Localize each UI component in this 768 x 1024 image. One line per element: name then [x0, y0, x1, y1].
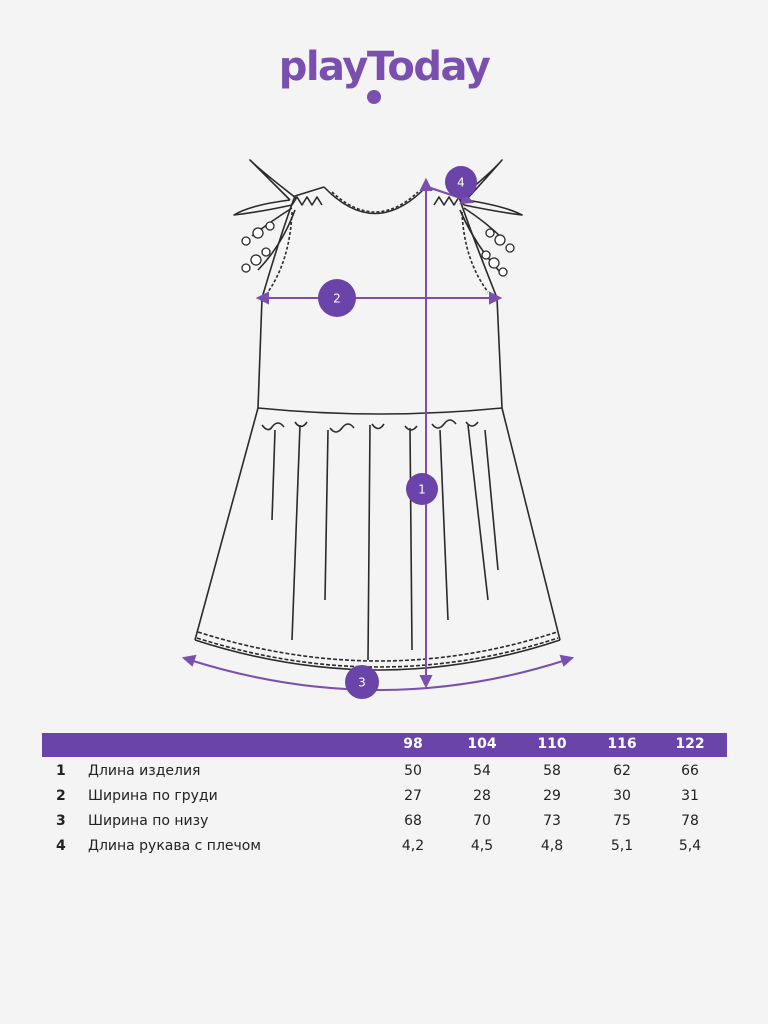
- size-table: 98 104 110 116 122 1 Длина изделия 50 54…: [42, 733, 727, 860]
- row-label: Длина рукава с плечом: [88, 838, 261, 854]
- table-row: 3 Ширина по низу 68 70 73 75 78: [42, 810, 727, 835]
- table-cell: 66: [681, 763, 699, 779]
- size-header-104: 104: [467, 736, 497, 752]
- table-cell: 50: [404, 763, 422, 779]
- logo-dot: [367, 90, 381, 104]
- row-label: Ширина по низу: [88, 813, 209, 829]
- table-cell: 68: [404, 813, 422, 829]
- table-cell: 5,1: [610, 838, 634, 854]
- row-label: Длина изделия: [88, 763, 201, 779]
- marker-1: 1: [406, 473, 438, 505]
- measurement-lines: [181, 177, 575, 691]
- table-cell: 62: [613, 763, 631, 779]
- row-number: 2: [56, 788, 66, 804]
- svg-text:2: 2: [333, 292, 341, 306]
- row-number: 3: [56, 813, 66, 829]
- size-header-110: 110: [537, 736, 567, 752]
- marker-3: 3: [345, 665, 379, 699]
- marker-4: 4: [445, 166, 477, 198]
- svg-text:1: 1: [418, 483, 426, 497]
- table-cell: 28: [473, 788, 491, 804]
- table-cell: 4,8: [540, 838, 564, 854]
- brand-logo: playToday: [278, 44, 491, 90]
- table-row: 2 Ширина по груди 27 28 29 30 31: [42, 785, 727, 810]
- tie-beads: [241, 221, 515, 277]
- table-cell: 5,4: [678, 838, 702, 854]
- marker-2: 2: [318, 279, 356, 317]
- table-cell: 73: [543, 813, 561, 829]
- table-cell: 78: [681, 813, 699, 829]
- table-cell: 29: [543, 788, 561, 804]
- size-header-116: 116: [607, 736, 637, 752]
- table-cell: 54: [473, 763, 491, 779]
- row-label: Ширина по груди: [88, 788, 218, 804]
- dress-drawing: [194, 159, 561, 671]
- dress-size-diagram: 1 2 3 4: [181, 159, 575, 699]
- table-cell: 4,2: [401, 838, 425, 854]
- svg-text:3: 3: [358, 676, 366, 690]
- size-header-98: 98: [403, 736, 423, 752]
- table-cell: 30: [613, 788, 631, 804]
- table-cell: 70: [473, 813, 491, 829]
- table-row: 4 Длина рукава с плечом 4,2 4,5 4,8 5,1 …: [42, 835, 727, 860]
- table-cell: 58: [543, 763, 561, 779]
- table-row: 1 Длина изделия 50 54 58 62 66: [42, 760, 727, 785]
- table-cell: 75: [613, 813, 631, 829]
- row-number: 4: [56, 838, 66, 854]
- row-number: 1: [56, 763, 66, 779]
- table-cell: 4,5: [470, 838, 494, 854]
- table-cell: 27: [404, 788, 422, 804]
- size-header-122: 122: [675, 736, 705, 752]
- svg-text:4: 4: [457, 176, 465, 190]
- table-cell: 31: [681, 788, 699, 804]
- size-table-header: 98 104 110 116 122: [42, 733, 727, 757]
